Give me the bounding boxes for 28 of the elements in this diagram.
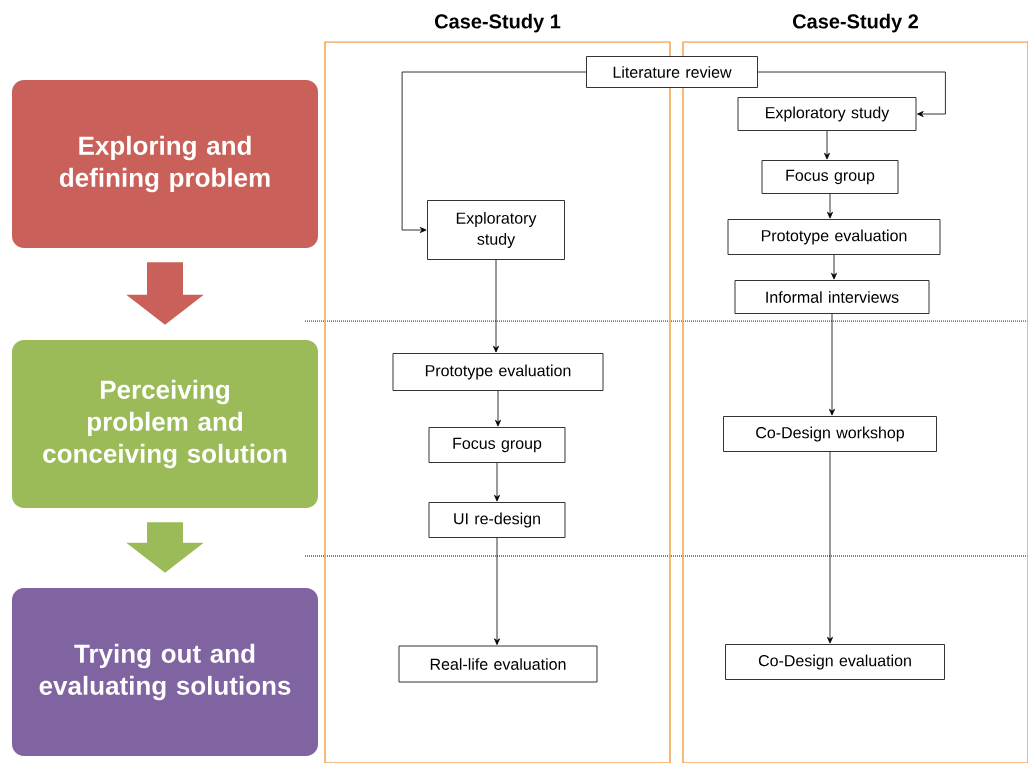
- process-box: Co-Design workshop: [723, 416, 937, 452]
- arrow: [827, 451, 833, 644]
- arrow: [401, 71, 587, 233]
- column-heading: Case-Study 1: [434, 13, 561, 33]
- process-box: Focus group: [428, 427, 566, 463]
- process-box: Prototype evaluation: [727, 219, 941, 255]
- process-box: Real-life evaluation: [398, 645, 598, 683]
- phase-box: Trying out and evaluating solutions: [12, 588, 318, 756]
- arrow: [829, 313, 835, 416]
- process-box: Prototype evaluation: [392, 353, 604, 391]
- arrow: [827, 193, 833, 219]
- arrow: [494, 462, 500, 502]
- arrow: [494, 537, 500, 645]
- arrow: [824, 130, 830, 160]
- arrow: [493, 259, 499, 353]
- process-box: Focus group: [761, 160, 899, 194]
- process-box: Co-Design evaluation: [725, 644, 945, 680]
- phase-box: Exploring and defining problem: [12, 80, 318, 248]
- phase-box: Perceiving problem and conceiving solution: [12, 340, 318, 508]
- arrow: [495, 390, 501, 427]
- process-box: Literature review: [586, 56, 758, 88]
- column-heading: Case-Study 2: [792, 13, 919, 33]
- arrow: [831, 254, 837, 280]
- process-box: Exploratory study: [737, 97, 917, 131]
- process-box: Informal interviews: [734, 280, 930, 314]
- process-box: UI re-design: [428, 502, 566, 538]
- process-box: Exploratory study: [427, 200, 565, 260]
- arrow: [757, 71, 946, 117]
